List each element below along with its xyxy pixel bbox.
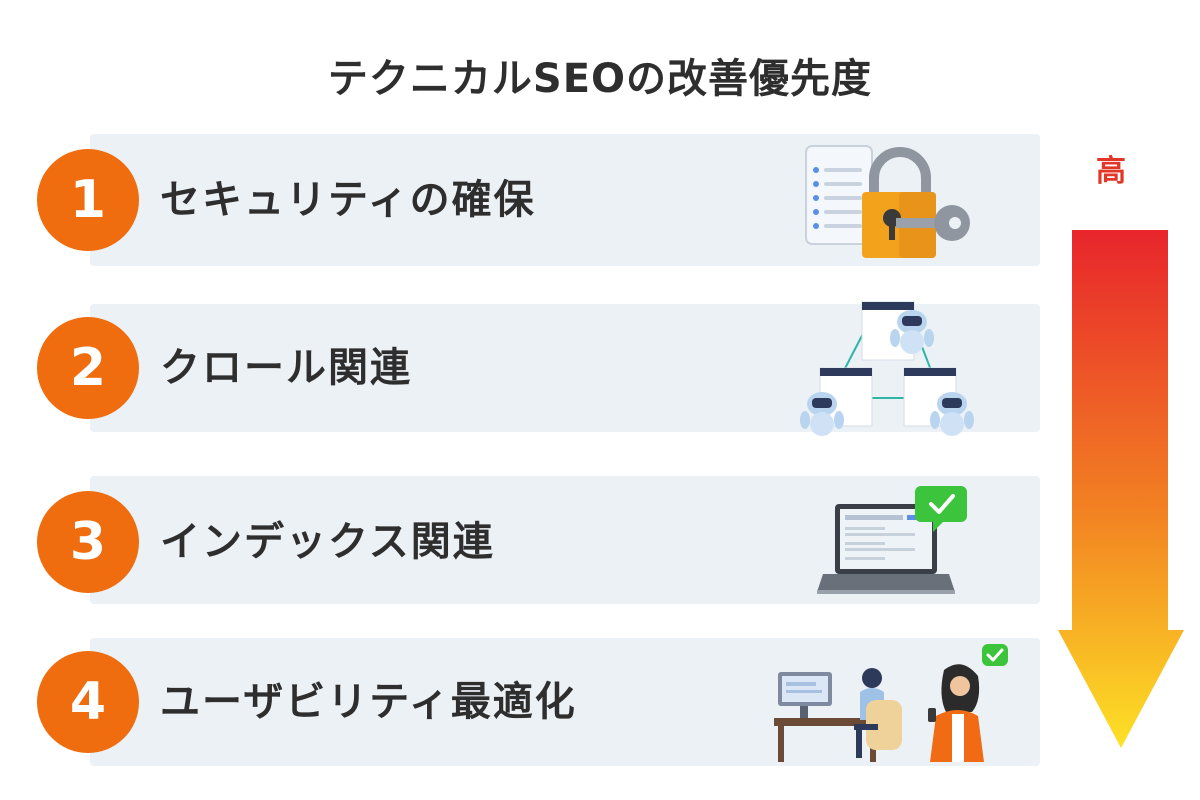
- priority-high-label: 高: [1096, 154, 1126, 189]
- priority-number-badge: 1: [37, 149, 139, 251]
- priority-number-badge: 4: [37, 651, 139, 753]
- laptop-check-icon: [817, 486, 967, 594]
- users-devices-icon: [774, 644, 1008, 762]
- lock-key-icon: [805, 145, 970, 258]
- priority-item-label: インデックス関連: [160, 519, 495, 565]
- priority-number-badge: 3: [37, 491, 139, 593]
- page-title: テクニカルSEOの改善優先度: [327, 56, 873, 102]
- priority-gradient-arrow-icon: [1058, 230, 1184, 748]
- priority-number-badge: 2: [37, 317, 139, 419]
- priority-item-label: セキュリティの確保: [160, 177, 536, 223]
- priority-item-label: クロール関連: [160, 345, 412, 391]
- priority-item-label: ユーザビリティ最適化: [160, 679, 577, 725]
- crawler-robot-network-icon: [800, 301, 974, 436]
